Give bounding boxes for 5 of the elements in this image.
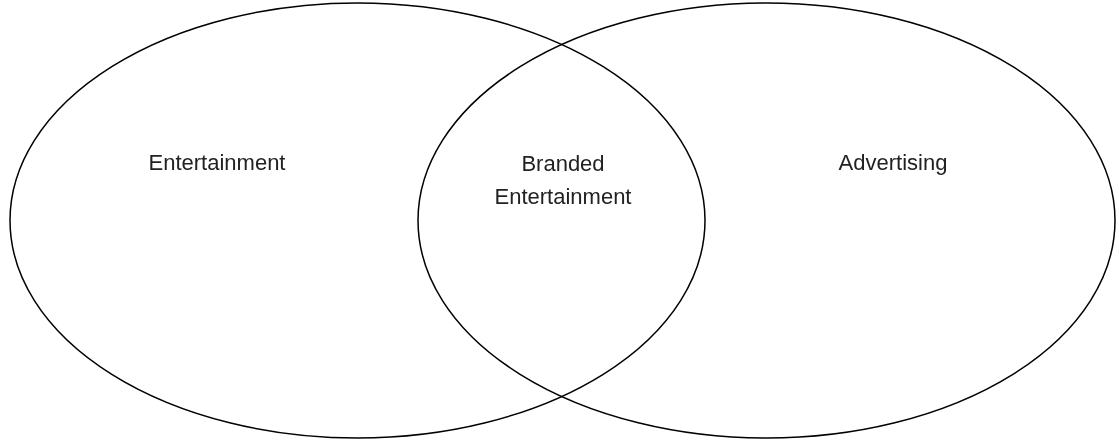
ellipse-label: Entertainment [148, 150, 286, 176]
overlap-label: Branded Entertainment [493, 150, 633, 211]
ellipse-label: Advertising [838, 150, 948, 176]
ellipse [417, 2, 1116, 439]
ellipse [9, 2, 706, 439]
